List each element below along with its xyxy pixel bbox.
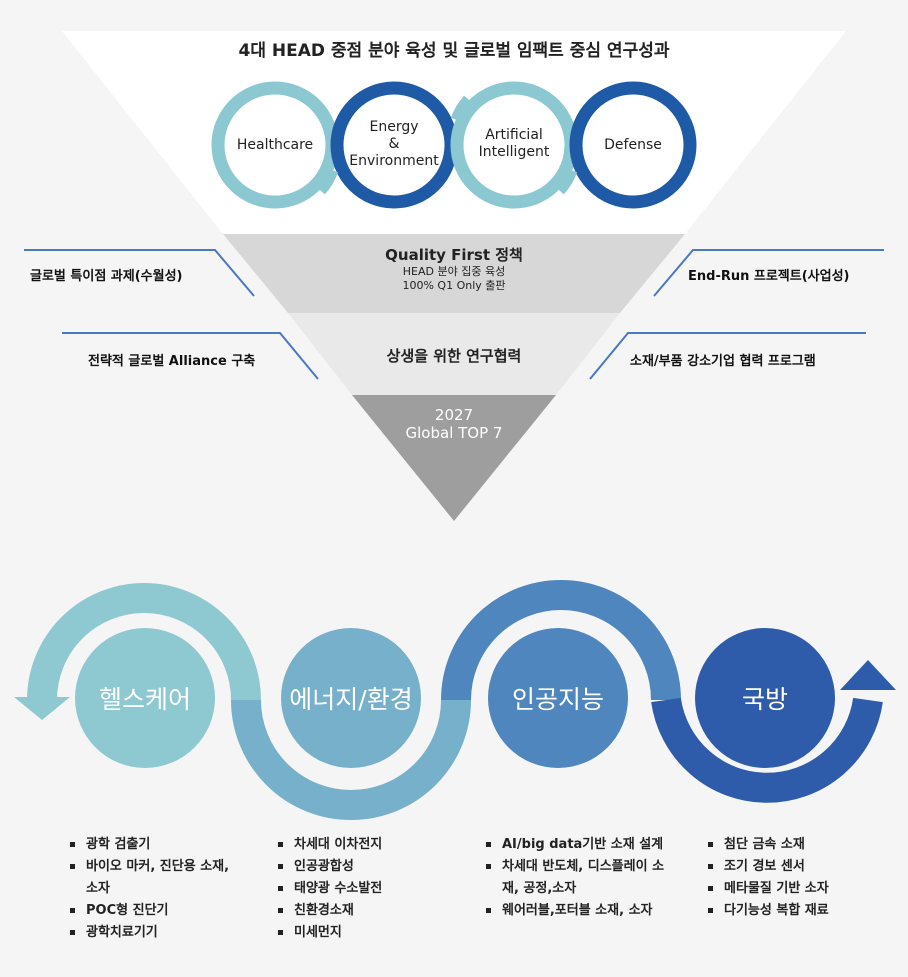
wave-segment-2: [231, 699, 471, 820]
right-label-2: 소재/부품 강소기업 협력 프로그램: [630, 354, 816, 369]
left-line-2: [62, 332, 319, 380]
list-item: 태양광 수소발전: [278, 878, 448, 900]
ring-label-ai: Artificial Intelligent: [478, 127, 550, 160]
list-item: 차세대 이차전지: [278, 834, 448, 856]
left-label-2: 전략적 글로벌 Alliance 구축: [88, 354, 256, 369]
circle-label-ai: 인공지능: [511, 685, 604, 714]
list-item: 첨단 금속 소재: [708, 834, 878, 856]
page-title: 4대 HEAD 중점 분야 육성 및 글로벌 임팩트 중심 연구성과: [238, 41, 670, 61]
circle-healthcare: [75, 628, 215, 768]
wave-segment-4: [651, 697, 883, 803]
list-item: 광학치료기기: [70, 922, 240, 944]
funnel-band-quality: [223, 234, 685, 313]
list-item: 웨어러블,포터블 소재, 소자: [486, 900, 676, 922]
list-item: 메타물질 기반 소자: [708, 878, 878, 900]
list-item: 광학 검출기: [70, 834, 240, 856]
wave-diagram: [14, 580, 896, 820]
ring-label-healthcare: Healthcare: [236, 137, 314, 153]
band-quality-title: Quality First 정책: [385, 246, 523, 264]
left-arrow-head: [14, 697, 70, 720]
list-ai: AI/big data기반 소재 설계 차세대 반도체, 디스플레이 소재, 공…: [486, 834, 676, 922]
right-arrow-head: [840, 660, 896, 690]
funnel-diagram: [24, 81, 884, 521]
right-label-1: End-Run 프로젝트(사업성): [688, 269, 850, 284]
left-label-1: 글로벌 특이점 과제(수월성): [30, 269, 183, 284]
funnel-band-top7: [352, 395, 556, 521]
circle-defense: [695, 628, 835, 768]
band-cooperation-title: 상생을 위한 연구협력: [386, 347, 522, 365]
list-item: 다기능성 복합 재료: [708, 900, 878, 922]
list-defense: 첨단 금속 소재 조기 경보 센서 메타물질 기반 소자 다기능성 복합 재료: [708, 834, 878, 922]
list-item: 차세대 반도체, 디스플레이 소재, 공정,소자: [486, 856, 676, 900]
circle-label-defense: 국방: [741, 685, 788, 714]
band-top7-text: 2027 Global TOP 7: [354, 406, 554, 442]
band-quality-sub2: 100% Q1 Only 출판: [402, 279, 506, 292]
right-line-1: [653, 249, 884, 297]
band-quality-text: Quality First 정책 HEAD 분야 집중 육성 100% Q1 O…: [304, 244, 604, 293]
circle-label-healthcare: 헬스케어: [98, 685, 191, 714]
band-top7-year: 2027: [434, 406, 474, 424]
right-line-2: [589, 332, 866, 380]
ring-label-defense: Defense: [604, 137, 662, 153]
circle-energy: [281, 628, 421, 768]
funnel-band-cooperation: [288, 313, 620, 395]
defense-ring: [569, 81, 697, 209]
list-item: 바이오 마커, 진단용 소재, 소자: [70, 856, 240, 900]
band-top7-title: Global TOP 7: [405, 424, 503, 442]
band-quality-sub1: HEAD 분야 집중 육성: [402, 265, 506, 278]
list-healthcare: 광학 검출기 바이오 마커, 진단용 소재, 소자 POC형 진단기 광학치료기…: [70, 834, 240, 944]
list-energy: 차세대 이차전지 인공광합성 태양광 수소발전 친환경소재 미세먼지: [278, 834, 448, 944]
ring-label-energy: Energy & Environment: [349, 119, 439, 169]
wave-segment-3: [441, 580, 681, 701]
circle-label-energy: 에너지/환경: [289, 685, 413, 714]
list-item: AI/big data기반 소재 설계: [486, 834, 676, 856]
wave-segment-1: [27, 583, 261, 701]
list-item: 조기 경보 센서: [708, 856, 878, 878]
list-item: 친환경소재: [278, 900, 448, 922]
list-item: 미세먼지: [278, 922, 448, 944]
circle-ai: [488, 628, 628, 768]
list-item: POC형 진단기: [70, 900, 240, 922]
list-item: 인공광합성: [278, 856, 448, 878]
left-line-1: [24, 249, 255, 297]
